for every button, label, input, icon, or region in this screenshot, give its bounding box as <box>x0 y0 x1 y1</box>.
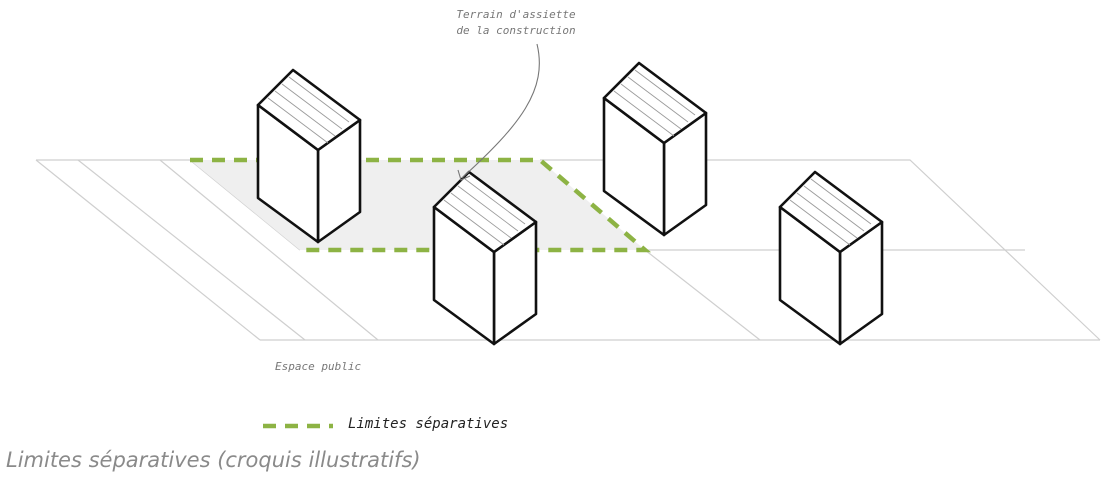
house <box>602 61 708 237</box>
house <box>256 68 362 244</box>
annotation-line-2: de la construction <box>456 24 575 37</box>
house <box>432 170 538 346</box>
street-line <box>35 159 261 341</box>
street-line <box>159 159 379 341</box>
annotation-line-1: Terrain d'assiette <box>456 8 576 21</box>
roof-hatching <box>789 178 872 246</box>
annotation-leader <box>461 43 540 179</box>
roof-hatching <box>267 76 350 144</box>
public-space-label: Espace public <box>275 360 361 373</box>
lot-line <box>644 249 761 341</box>
street-line <box>77 159 306 341</box>
house <box>778 170 884 346</box>
street-strips <box>35 159 1100 341</box>
leader-arrowhead <box>457 169 471 181</box>
caption: Limites séparatives (croquis illustratif… <box>6 448 421 472</box>
legend: Limites séparatives <box>263 416 508 432</box>
legend-label: Limites séparatives <box>348 416 508 432</box>
roof-hatching <box>613 69 696 137</box>
roof-hatching <box>443 178 526 246</box>
